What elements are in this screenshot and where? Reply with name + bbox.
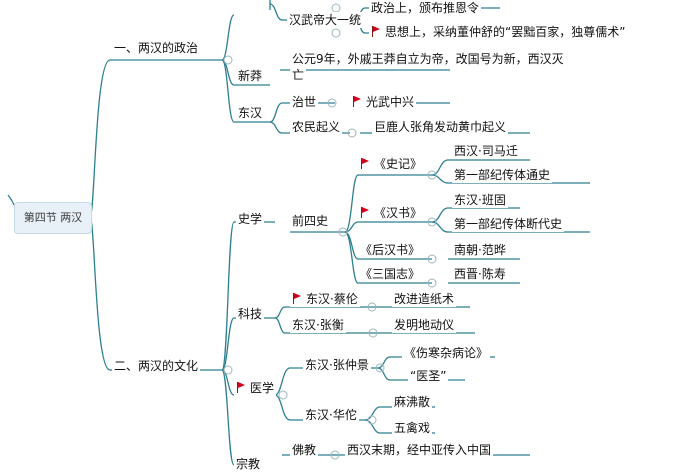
- wudi-node[interactable]: 汉武帝大一统: [287, 12, 364, 28]
- tech-zhangheng[interactable]: 东汉·张衡: [290, 317, 346, 333]
- med-huatuo[interactable]: 东汉·华佗: [303, 407, 359, 423]
- book-houhanshu[interactable]: 《后汉书》: [358, 242, 423, 258]
- zhishi-node[interactable]: 治世: [290, 94, 319, 110]
- flag-icon: [360, 207, 370, 218]
- religion-buddhism[interactable]: 佛教: [290, 442, 319, 458]
- wangmang-node[interactable]: 新莽: [236, 68, 265, 84]
- shiji-author[interactable]: 西汉·司马迁: [452, 143, 520, 159]
- wudi-politics[interactable]: 政治上，颁布推恩令: [369, 0, 482, 16]
- uprising-value[interactable]: 巨鹿人张角发动黄巾起义: [372, 119, 509, 135]
- wudi-thought[interactable]: 思想上，采纳董仲舒的“罢黜百家，独尊儒术”: [369, 24, 628, 40]
- medicine-node[interactable]: 医学: [234, 380, 277, 396]
- tech-cailun[interactable]: 东汉·蔡伦: [290, 291, 360, 307]
- med-huatuo-wuqinxi[interactable]: 五禽戏: [392, 420, 433, 436]
- flag-icon: [292, 293, 302, 304]
- med-zhangzhongjing-title[interactable]: “医圣”: [408, 368, 449, 384]
- med-zhangzhongjing[interactable]: 东汉·张仲景: [303, 357, 371, 373]
- sanguozhi-author[interactable]: 西晋·陈寿: [452, 266, 508, 282]
- shiji-type[interactable]: 第一部纪传体通史: [452, 167, 553, 183]
- root-node[interactable]: 第四节 两汉: [14, 202, 92, 234]
- section-politics-title[interactable]: 一、两汉的政治: [112, 40, 201, 56]
- religion-buddhism-desc[interactable]: 西汉末期，经中亚传入中国: [345, 442, 494, 458]
- zhishi-value[interactable]: 光武中兴: [350, 94, 417, 110]
- religion-node[interactable]: 宗教: [234, 456, 263, 472]
- tech-cailun-achievement[interactable]: 改进造纸术: [392, 291, 457, 307]
- donghan-node[interactable]: 东汉: [236, 105, 265, 121]
- history-group-node[interactable]: 前四史: [290, 213, 331, 229]
- book-shiji[interactable]: 《史记》: [358, 156, 425, 172]
- flag-icon: [352, 96, 362, 107]
- flag-icon: [236, 382, 246, 393]
- houhanshu-author[interactable]: 南朝·范晔: [452, 242, 508, 258]
- tech-node[interactable]: 科技: [236, 306, 265, 322]
- uprising-node[interactable]: 农民起义: [290, 119, 343, 135]
- flag-icon: [360, 158, 370, 169]
- med-huatuo-mafeisan[interactable]: 麻沸散: [392, 394, 433, 410]
- wangmang-desc-line2: 亡: [290, 67, 307, 83]
- tech-zhangheng-achievement[interactable]: 发明地动仪: [392, 317, 457, 333]
- med-zhangzhongjing-book[interactable]: 《伤寒杂病论》: [402, 345, 491, 361]
- book-sanguozhi[interactable]: 《三国志》: [358, 266, 423, 282]
- flag-icon: [371, 26, 381, 37]
- history-node[interactable]: 史学: [236, 211, 265, 227]
- hanshu-type[interactable]: 第一部纪传体断代史: [452, 216, 565, 232]
- wangmang-desc-line1[interactable]: 公元9年，外戚王莽自立为帝，改国号为新，西汉灭: [290, 51, 566, 67]
- section-culture-title[interactable]: 二、两汉的文化: [112, 358, 201, 374]
- hanshu-author[interactable]: 东汉·班固: [452, 192, 508, 208]
- book-hanshu[interactable]: 《汉书》: [358, 205, 425, 221]
